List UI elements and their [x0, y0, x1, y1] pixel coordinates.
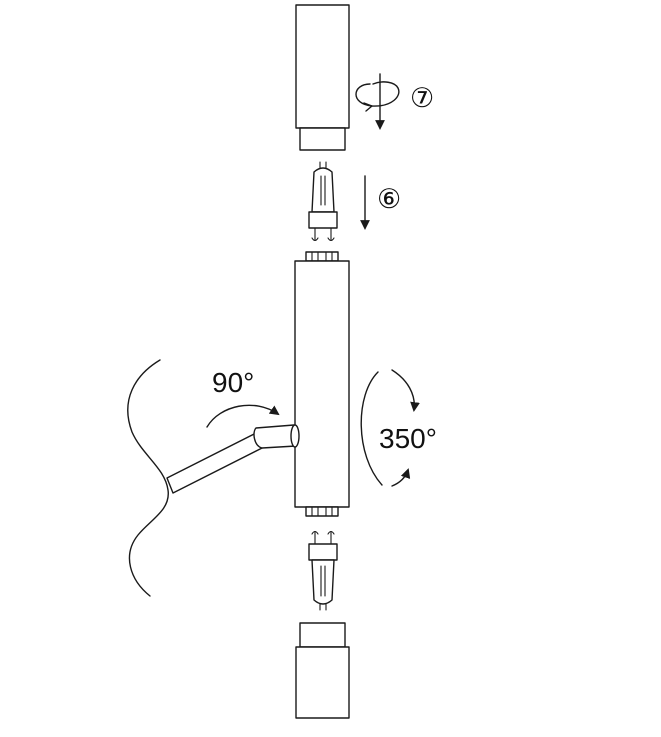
bottom-shade — [295, 622, 350, 719]
rotate-arrow-icon — [355, 73, 400, 130]
angle-350-label: 350° — [379, 423, 437, 454]
top-bulb — [308, 161, 338, 242]
angle-90-label: 90° — [212, 367, 254, 398]
top-shade — [295, 4, 350, 151]
body-rotation-arrows-icon — [360, 369, 420, 487]
bottom-bulb — [308, 530, 338, 611]
step-6-label: ⑥ — [377, 184, 401, 214]
step-7-label: ⑦ — [410, 83, 434, 113]
lamp-body — [294, 251, 350, 517]
arm-rotation-arrow-icon — [206, 404, 280, 428]
lamp-arm — [127, 359, 300, 597]
